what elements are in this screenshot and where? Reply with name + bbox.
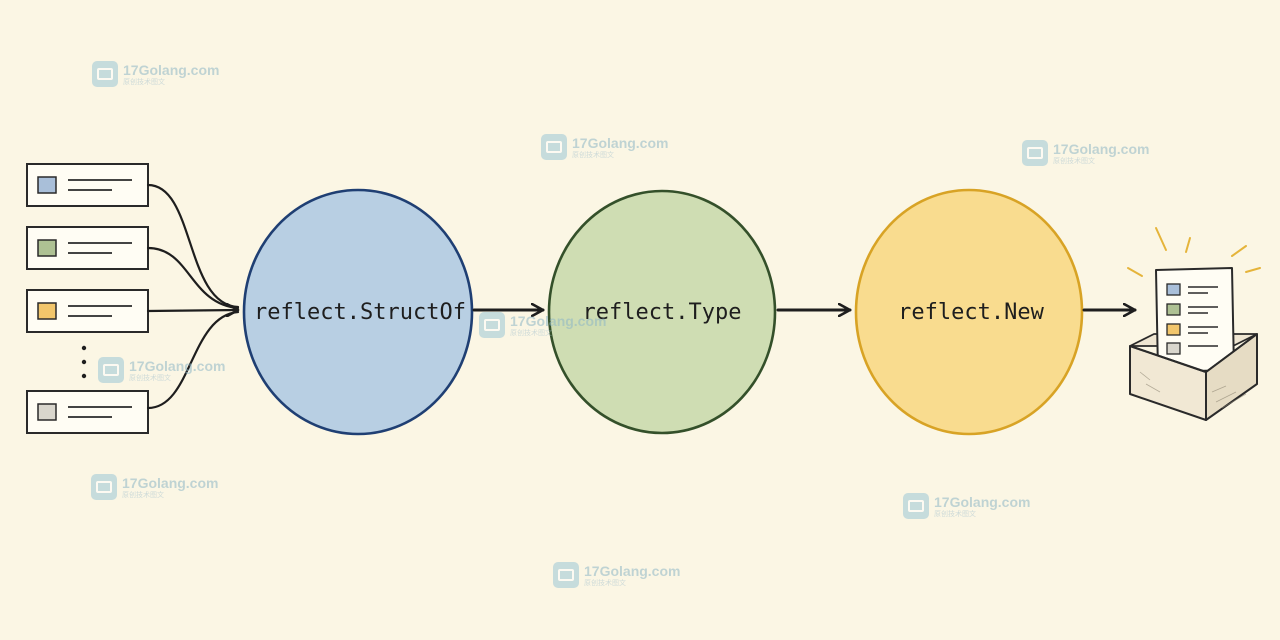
output-document [1155,267,1235,373]
ellipsis-dots [81,345,87,379]
struct-field-card-1 [26,163,149,207]
field-swatch-2 [37,239,57,257]
field-swatch-3 [37,302,57,320]
node-type-label: reflect.Type [583,300,742,325]
watermark-5: 17Golang.com 原创技术图文 [98,357,225,383]
doc-swatch-3 [1166,323,1181,336]
watermark-8: 17Golang.com 原创技术图文 [553,562,680,588]
node-type: reflect.Type [547,189,777,435]
watermark-logo-icon [1022,140,1048,166]
field-swatch-1 [37,176,57,194]
watermark-logo-icon [541,134,567,160]
watermark-3: 17Golang.com 原创技术图文 [1022,140,1149,166]
box-front-rim [1129,333,1258,373]
watermark-7: 17Golang.com 原创技术图文 [903,493,1030,519]
struct-field-card-3 [26,289,149,333]
doc-swatch-1 [1166,283,1181,296]
struct-field-card-2 [26,226,149,270]
node-new-label: reflect.New [898,300,1044,325]
watermark-logo-icon [98,357,124,383]
watermark-2: 17Golang.com 原创技术图文 [541,134,668,160]
node-structof: reflect.StructOf [242,188,474,436]
struct-field-card-4 [26,390,149,434]
doc-swatch-4 [1166,342,1181,355]
node-structof-label: reflect.StructOf [254,300,466,325]
watermark-6: 17Golang.com 原创技术图文 [91,474,218,500]
watermark-logo-icon [903,493,929,519]
field-connectors [146,183,238,410]
doc-swatch-2 [1166,303,1181,316]
node-new: reflect.New [854,188,1084,436]
watermark-logo-icon [553,562,579,588]
watermark-logo-icon [479,312,505,338]
field-swatch-4 [37,403,57,421]
watermark-logo-icon [91,474,117,500]
burst-lines [1127,227,1261,277]
watermark-4: 17Golang.com 原创技术图文 [479,312,606,338]
output-box-illustration [1127,227,1261,421]
watermark-logo-icon [92,61,118,87]
watermark-1: 17Golang.com 原创技术图文 [92,61,219,87]
